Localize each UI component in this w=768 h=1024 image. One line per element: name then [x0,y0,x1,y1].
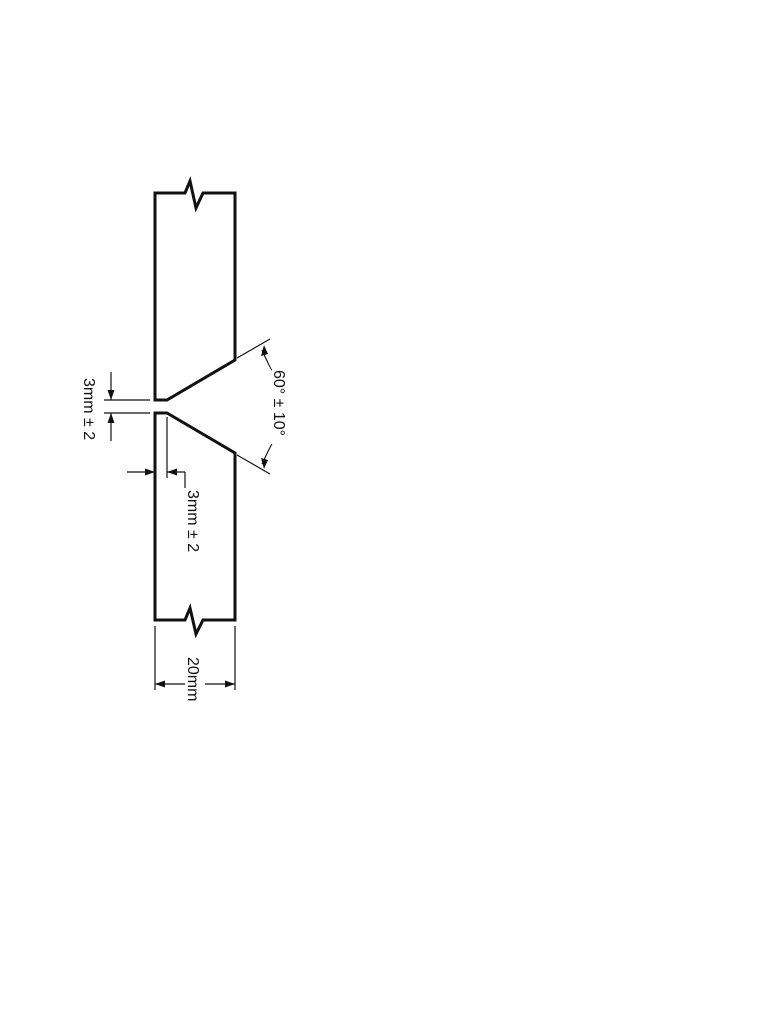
root-face-arrow-right [167,468,177,476]
bevel-angle-label: 60° ± 10° [270,370,287,436]
root-face-arrow-left [145,468,155,476]
root-face-label: 3mm ± 2 [184,490,201,552]
bevel-arrow-top [261,345,268,356]
root-gap-dimension: 3mm ± 2 [80,372,150,441]
thickness-dimension: 20mm [154,626,236,701]
upper-plate-outline [153,176,237,402]
lower-plate-outline [153,411,237,639]
root-gap-label: 3mm ± 2 [80,378,97,440]
thickness-arrow-right [225,680,235,688]
root-gap-arrow-top [107,390,115,400]
root-face-dimension: 3mm ± 2 [127,417,201,552]
bevel-angle-dimension: 60° ± 10° [236,338,287,475]
bevel-arrow-bottom [261,458,268,469]
thickness-label: 20mm [184,657,201,701]
root-gap-arrow-bottom [107,413,115,423]
thickness-arrow-left [155,680,165,688]
